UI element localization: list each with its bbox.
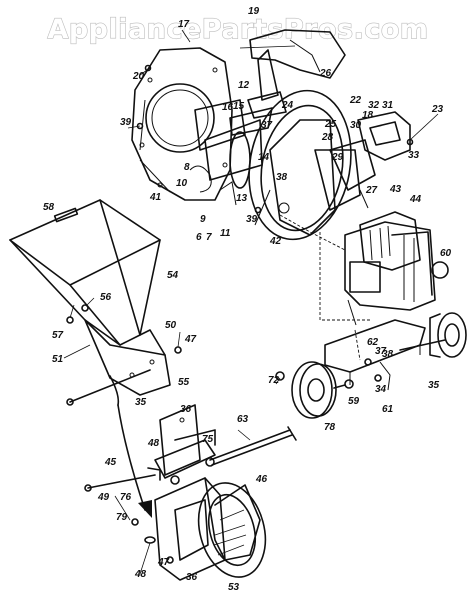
part-label: 38 xyxy=(276,172,288,183)
watermark: AppliancePartsPros.com xyxy=(47,13,429,45)
bolt-79 xyxy=(84,467,161,492)
part-label: 49 xyxy=(97,492,110,503)
part-label: 16 xyxy=(222,102,234,113)
part-labels: 17 19 20 26 12 22 25 32 31 23 39 16 15 3… xyxy=(43,6,452,593)
part-label: 48 xyxy=(134,569,147,580)
part-label: 39 xyxy=(246,214,258,225)
part-label: 50 xyxy=(165,320,177,331)
part-label: 35 xyxy=(428,380,440,391)
part-label: 61 xyxy=(382,404,394,415)
part-label: 37 xyxy=(261,120,273,131)
part-label: 47 xyxy=(184,334,197,345)
part-label: 46 xyxy=(255,474,268,485)
part-label: 6 xyxy=(196,232,202,243)
fasteners xyxy=(66,64,414,382)
part-label: 78 xyxy=(324,422,336,433)
part-label: 36 xyxy=(186,572,198,583)
assembly-arrow xyxy=(117,404,152,518)
part-label: 8 xyxy=(184,162,190,173)
discharge-box xyxy=(154,477,261,581)
part-label: 25 xyxy=(324,119,337,130)
part-label: 63 xyxy=(237,414,249,425)
part-label: 58 xyxy=(43,202,55,213)
part-label: 15 xyxy=(233,101,245,112)
part-label: 79 xyxy=(116,512,128,523)
part-label: 59 xyxy=(348,396,360,407)
part-label: 47 xyxy=(157,557,170,568)
part-label: 62 xyxy=(367,337,379,348)
part-label: 30 xyxy=(350,120,362,131)
part-label: 75 xyxy=(202,434,214,445)
hopper xyxy=(9,199,171,396)
leader-lines xyxy=(63,29,439,575)
handle-rod xyxy=(205,426,297,467)
part-label: 44 xyxy=(409,194,422,205)
part-label: 38 xyxy=(382,349,394,360)
part-label: 48 xyxy=(147,438,160,449)
part-label: 33 xyxy=(408,150,420,161)
part-label: 35 xyxy=(135,397,147,408)
part-label: 22 xyxy=(349,95,362,106)
side-bracket xyxy=(329,111,411,209)
part-label: 10 xyxy=(176,178,188,189)
frame-lines xyxy=(279,214,370,361)
part-label: 42 xyxy=(269,236,282,247)
engine xyxy=(344,211,449,326)
part-label: 13 xyxy=(236,193,248,204)
part-label: 56 xyxy=(100,292,112,303)
left-wheel xyxy=(275,361,354,419)
part-label: 18 xyxy=(362,110,374,121)
discharge-chute xyxy=(239,29,346,101)
part-label: 60 xyxy=(440,248,452,259)
part-label: 36 xyxy=(180,404,192,415)
part-label: 7 xyxy=(206,232,212,243)
part-label: 39 xyxy=(120,117,132,128)
part-label: 54 xyxy=(167,270,179,281)
lower-chute-bracket xyxy=(154,404,216,479)
part-label: 76 xyxy=(120,492,132,503)
part-label: 17 xyxy=(178,19,190,30)
part-label: 26 xyxy=(319,68,332,79)
blower-housing xyxy=(131,47,233,201)
part-label: 37 xyxy=(375,346,387,357)
part-label: 43 xyxy=(389,184,402,195)
part-label: 45 xyxy=(104,457,117,468)
part-label: 32 xyxy=(368,100,380,111)
part-label: 23 xyxy=(431,104,444,115)
part-label: 51 xyxy=(52,354,64,365)
part-label: 55 xyxy=(178,377,190,388)
part-label: 31 xyxy=(382,100,394,111)
part-label: 29 xyxy=(331,152,344,163)
part-label: 72 xyxy=(268,375,280,386)
discharge-ring xyxy=(197,482,267,578)
part-label: 19 xyxy=(248,6,260,17)
part-label: 57 xyxy=(52,330,64,341)
part-label: 34 xyxy=(375,384,387,395)
part-label: 14 xyxy=(258,152,270,163)
part-label: 53 xyxy=(228,582,240,593)
part-label: 28 xyxy=(321,132,334,143)
long-bolt xyxy=(66,369,151,406)
part-label: 9 xyxy=(200,214,206,225)
part-label: 11 xyxy=(220,228,231,239)
part-label: 27 xyxy=(365,185,378,196)
part-label: 24 xyxy=(281,100,294,111)
part-label: 20 xyxy=(132,71,145,82)
part-label: 41 xyxy=(149,192,162,203)
axle-frame xyxy=(324,312,467,391)
part-label: 12 xyxy=(238,80,250,91)
